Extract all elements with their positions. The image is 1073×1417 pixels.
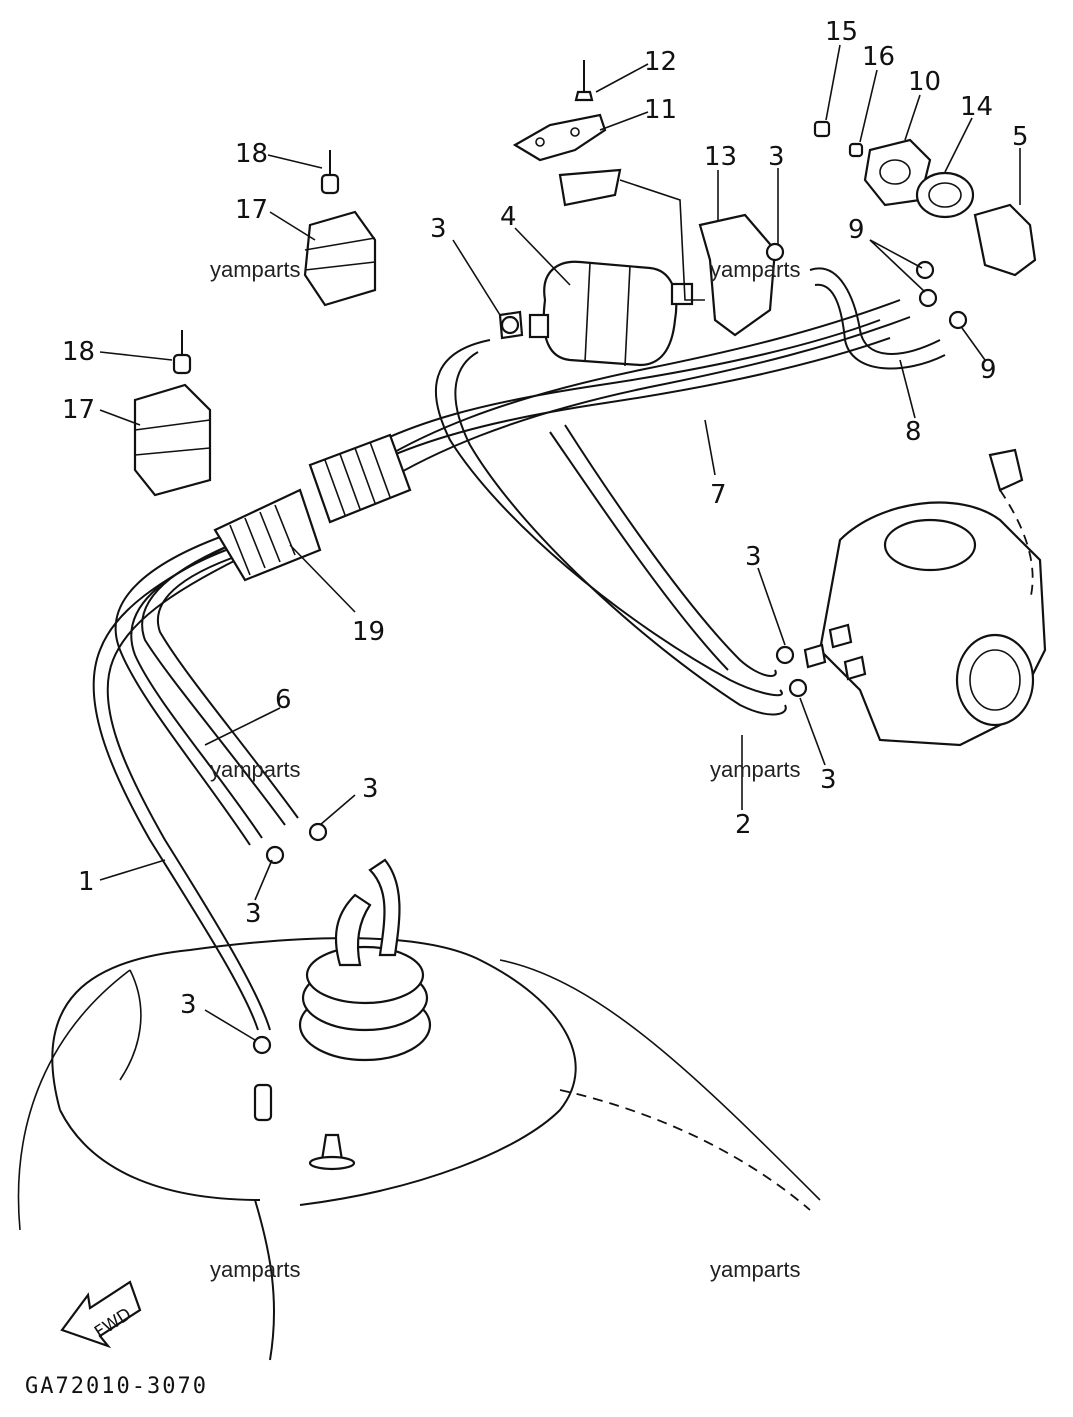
callout-3: 3 [362,774,379,804]
callout-17: 17 [62,395,95,425]
hose-protectors [213,433,412,582]
callout-17: 17 [235,195,268,225]
callout-11: 11 [644,95,677,125]
hose-clips [252,242,968,1055]
callout-7: 7 [710,480,727,510]
callout-3: 3 [430,214,447,244]
callout-14: 14 [960,92,993,122]
callout-1: 1 [78,867,95,897]
watermark-text: yamparts [210,1257,300,1282]
callout-9: 9 [980,355,997,385]
hose-clamps [133,150,377,497]
watermark-text: yamparts [210,257,300,282]
callout-18: 18 [62,337,95,367]
fuel-filter [498,260,694,367]
callout-12: 12 [644,47,677,77]
callout-2: 2 [735,810,752,840]
watermark-text: yamparts [710,757,800,782]
watermark-text: yamparts [710,257,800,282]
callout-6: 6 [275,685,292,715]
throttle-body [803,448,1047,747]
callout-3: 3 [820,765,837,795]
callout-19: 19 [352,617,385,647]
callout-labels: 1 2 3 3 3 3 3 3 3 4 5 6 7 8 9 9 10 11 12… [62,17,1029,1020]
fuel-tank [17,858,821,1361]
watermark-text: yamparts [710,1257,800,1282]
callout-16: 16 [862,42,895,72]
leader-lines [99,44,1021,1041]
filter-bracket [512,60,777,337]
callout-13: 13 [704,142,737,172]
callout-3: 3 [745,542,762,572]
callout-10: 10 [908,67,941,97]
callout-3: 3 [180,990,197,1020]
callout-9: 9 [848,215,865,245]
callout-8: 8 [905,417,922,447]
forward-arrow-icon: FWD [60,1280,142,1349]
diagram-code: GA72010-3070 [25,1374,208,1399]
callout-3: 3 [768,142,785,172]
callout-18: 18 [235,139,268,169]
fuel-pump-assembly [813,120,1037,277]
watermark-text: yamparts [210,757,300,782]
callout-3: 3 [245,899,262,929]
callout-15: 15 [825,17,858,47]
fuel-hoses [92,267,946,1031]
watermarks: yamparts yamparts yamparts yamparts yamp… [210,257,800,1282]
callout-4: 4 [500,202,517,232]
callout-5: 5 [1012,122,1029,152]
